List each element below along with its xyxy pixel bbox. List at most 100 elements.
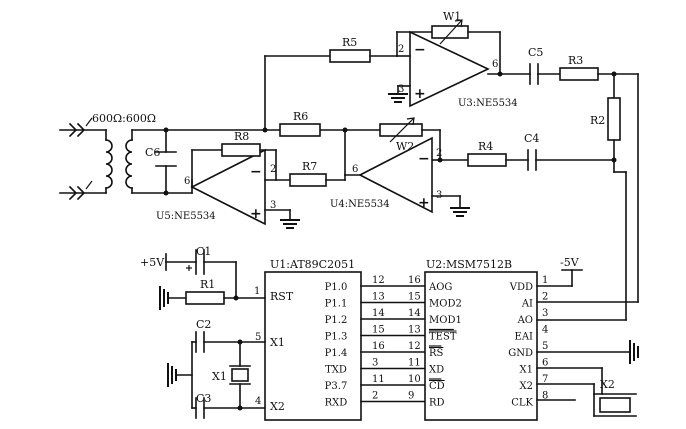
u2-pin-num: 4 [542, 325, 548, 336]
u1-pin-label: TXD [325, 365, 347, 376]
u2-pin-num: 8 [542, 391, 548, 402]
u5-pin-minus: 2 [270, 164, 276, 175]
u2-pin-label: RD [429, 398, 445, 409]
u1-pin-label: P3.7 [325, 381, 348, 392]
u1-pin-num: 15 [372, 325, 385, 336]
u1-pin-label: P1.1 [325, 299, 348, 310]
u2-pin-label: TEST [429, 332, 457, 343]
u1-pin-x1-label: X1 [270, 336, 285, 349]
u2-pin-label: X1 [520, 365, 533, 376]
r6-label: R6 [293, 110, 308, 123]
u1-pin-num: 12 [372, 275, 385, 286]
u1-pin-x2-label: X2 [270, 400, 285, 413]
u2-pin-num: 3 [542, 308, 548, 319]
opamp-u5: − + 2 3 6 U5:NE5534 [156, 148, 276, 226]
opamp-u3: − + 2 3 6 U3:NE5534 [398, 30, 518, 109]
r2-label: R2 [590, 114, 605, 127]
pot-w1: W1 [396, 10, 501, 75]
minus5v-label: -5V [560, 256, 580, 269]
u1-pin-num: 3 [372, 358, 378, 369]
capacitor-c6: C6 [145, 146, 177, 167]
resistor-r4: R4 [439, 140, 529, 167]
u1-pin-num: 16 [372, 341, 385, 352]
u2-pin-label: RS [429, 348, 444, 359]
u3-pin-minus: 2 [398, 44, 404, 55]
r1-label: R1 [200, 278, 215, 291]
u1-pin-label: P1.2 [325, 315, 348, 326]
u1-pin-x2-num: 4 [255, 396, 261, 407]
u2-pin-label: CLK [511, 398, 533, 409]
u2-pin-num: 5 [542, 341, 548, 352]
u2-pin-num: 9 [408, 391, 414, 402]
u1-pin-label: RXD [325, 398, 348, 409]
u2-pin-num: 16 [408, 275, 421, 286]
u1-pin-label: P1.0 [325, 282, 348, 293]
u5-name: U5:NE5534 [156, 211, 216, 222]
u1-name: U1:AT89C2051 [270, 258, 355, 271]
u1-pin-label: P1.4 [325, 348, 348, 359]
x2-label: X2 [600, 378, 615, 391]
u3-pin-out: 6 [492, 59, 498, 70]
resistor-r5: R5 [264, 36, 398, 131]
svg-text:+: + [418, 195, 430, 211]
u1-pin-rst-num: 1 [254, 286, 260, 297]
svg-text:−: − [250, 164, 262, 180]
resistor-r6: R6 [279, 110, 321, 137]
junction-dots [163, 71, 617, 196]
x1-label: X1 [212, 370, 227, 383]
u1-pin-num: 14 [372, 308, 385, 319]
u2-pin-label: XD [429, 365, 444, 376]
u5-pin-out: 6 [184, 176, 190, 187]
crystal-x2: X2 [536, 367, 637, 417]
u2-pin-num: 6 [542, 358, 548, 369]
u4-pin-out: 6 [352, 164, 358, 175]
resistor-r7: R7 [264, 160, 346, 187]
u4-ground [431, 195, 470, 217]
u2-pin-num: 10 [408, 374, 421, 385]
minus5v-supply: -5V [536, 256, 583, 287]
chip-u1: U1:AT89C2051 RST X1 X2 1 5 4 [254, 258, 362, 421]
svg-text:−: − [414, 42, 426, 58]
c6-label: C6 [145, 146, 160, 159]
r3-label: R3 [568, 54, 583, 67]
svg-text:+: + [250, 206, 262, 222]
resistor-r8: R8 [191, 130, 277, 188]
u1-pin-num: 2 [372, 391, 378, 402]
r7-label: R7 [302, 160, 317, 173]
u5-ground [264, 209, 300, 229]
u2-pin-label: VDD [509, 282, 533, 293]
svg-text:−: − [418, 151, 430, 167]
u2-name: U2:MSM7512B [426, 258, 512, 271]
u2-pin-num: 15 [408, 292, 421, 303]
u3-pin-plus: 3 [398, 84, 404, 95]
u1-pin-rst-label: RST [270, 290, 294, 303]
r5-label: R5 [342, 36, 357, 49]
chip-u2: U2:MSM7512B [424, 258, 538, 421]
transformer: 600Ω:600Ω [92, 112, 156, 194]
svg-text:+: + [414, 86, 426, 102]
ai-ao-wiring [536, 159, 639, 321]
r8-label: R8 [234, 130, 249, 143]
u4-name: U4:NE5534 [330, 199, 390, 210]
u2-pin-num: 11 [408, 358, 421, 369]
u1-pin-x1-num: 5 [255, 332, 261, 343]
u3-name: U3:NE5534 [458, 98, 518, 109]
u2-pin-label: MOD2 [429, 299, 462, 310]
u2-pin-num: 1 [542, 275, 548, 286]
u3-ground [388, 85, 411, 103]
u5-pin-plus: 3 [270, 200, 276, 211]
u2-pin-num: 2 [542, 292, 548, 303]
u1-pin-label: P1.3 [325, 332, 348, 343]
c5-label: C5 [528, 46, 543, 59]
u3-output-chain: C5 R3 [487, 46, 639, 303]
u2-gnd [536, 340, 639, 364]
reset-circuit: +5V C1 R1 [140, 245, 266, 310]
u2-pin-num: 14 [408, 308, 421, 319]
u1-pin-num: 13 [372, 292, 385, 303]
plus5v-label: +5V [140, 256, 165, 269]
